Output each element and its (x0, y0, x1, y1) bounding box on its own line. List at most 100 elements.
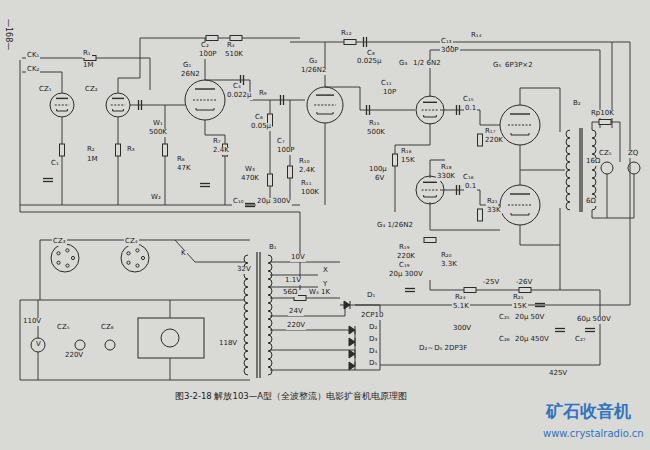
wire (520, 170, 521, 185)
part-label: R₁₆ (400, 148, 412, 156)
socket-ring (121, 244, 149, 272)
part-label: 2.4K (212, 147, 230, 155)
capacitor-plate (200, 183, 210, 184)
part-label: R₂₀ (440, 252, 452, 260)
part-label: 10P (382, 89, 397, 97)
wire (270, 275, 318, 276)
part-label: G₃ (398, 60, 408, 68)
part-label: R₁₈ (440, 164, 452, 172)
part-label: CZ₁ (38, 86, 53, 94)
socket-pin (66, 249, 69, 252)
transformer-winding (268, 255, 272, 375)
tube-grid (55, 105, 69, 106)
capacitor-plate (456, 105, 457, 115)
part-label: 6P3P×2 (504, 62, 534, 70)
resistor-symbol (60, 144, 65, 156)
wire (118, 117, 119, 205)
wire (440, 190, 500, 205)
wire (205, 120, 225, 205)
part-label: 220V (286, 322, 306, 330)
part-label: 1M (86, 156, 99, 164)
jack-symbol (105, 340, 115, 350)
part-label: R₆ (176, 156, 186, 164)
part-label: 0.022μ (226, 92, 253, 100)
tube-symbol (500, 105, 540, 145)
socket-pin (136, 264, 139, 267)
tube-grid (111, 105, 125, 106)
part-label: R₁₄ (470, 32, 482, 40)
jack-symbol (628, 162, 640, 174)
part-label: -26V (515, 279, 533, 287)
wire (430, 50, 600, 128)
jack-symbol (31, 338, 45, 352)
part-label: R₁₅ (368, 120, 380, 128)
transformer-core (581, 128, 582, 212)
part-label: 20μ 450V (514, 336, 550, 344)
part-label: W₁ (152, 120, 164, 128)
capacitor-symbol (555, 329, 565, 332)
tube-plate (510, 193, 530, 194)
capacitor-symbol (364, 37, 367, 47)
capacitor-symbol (367, 105, 370, 115)
wire (270, 287, 318, 288)
capacitor-symbol (457, 185, 460, 195)
resistor-symbol (268, 174, 273, 186)
wire (430, 50, 431, 97)
part-label: 220K (396, 253, 416, 261)
tube-plate (316, 94, 334, 95)
part-label: R₂ (86, 146, 96, 154)
transformer-core (259, 252, 260, 378)
part-label: 47K (176, 165, 192, 173)
socket-pin (141, 256, 144, 259)
capacitor-symbol (139, 100, 142, 110)
diode-symbol (349, 338, 355, 346)
part-label: -25V (482, 279, 500, 287)
part-label: G₁ (182, 62, 192, 70)
tube-cathode (511, 133, 529, 135)
part-label: R₂₁ (486, 198, 498, 206)
resistor-symbol (230, 36, 242, 41)
tube-envelope (50, 93, 74, 117)
tube-symbol (416, 96, 444, 124)
part-label: 500K (148, 129, 168, 137)
capacitor-plate (459, 185, 460, 195)
socket-pin (136, 249, 139, 252)
wire (395, 123, 430, 212)
part-label: C₁₀ (232, 198, 245, 206)
tube-plate (423, 102, 437, 103)
part-label: D₂ (368, 324, 378, 332)
part-label: D₁ (366, 292, 376, 300)
wire (325, 123, 326, 205)
resistor-symbol (206, 36, 218, 41)
tube-symbol (500, 185, 540, 225)
part-label: D₄ (368, 348, 378, 356)
tube-envelope (106, 93, 130, 117)
tube-cathode (196, 108, 214, 110)
part-label: 6Ω (585, 198, 597, 206)
capacitor-symbol (405, 289, 415, 292)
tube-cathode (57, 109, 68, 111)
part-label: R₁₂ (340, 30, 352, 38)
part-label: 118V (218, 340, 238, 348)
tube-envelope (185, 80, 225, 120)
part-label: C₁₅ (462, 96, 475, 104)
capacitor-plate (585, 328, 595, 329)
capacitor-plate (43, 178, 53, 179)
resistor-symbol (424, 238, 436, 243)
capacitor-plate (555, 331, 565, 332)
wire (20, 212, 300, 213)
socket-pin (71, 256, 74, 259)
tube-envelope (416, 96, 444, 124)
wire (270, 330, 355, 331)
wire (607, 174, 608, 218)
part-label: 0.1 (464, 105, 477, 113)
part-label: 20μ 300V (256, 198, 292, 206)
part-label: 26N2 (180, 71, 201, 79)
part-label: C₁ (50, 160, 60, 168)
part-label: C₂₅ (498, 314, 511, 322)
diode-symbol (349, 362, 355, 370)
wire (325, 42, 326, 87)
part-label: 1/26N2 (300, 67, 327, 75)
tube-envelope (500, 185, 540, 225)
part-label: R₁₇ (484, 128, 496, 136)
